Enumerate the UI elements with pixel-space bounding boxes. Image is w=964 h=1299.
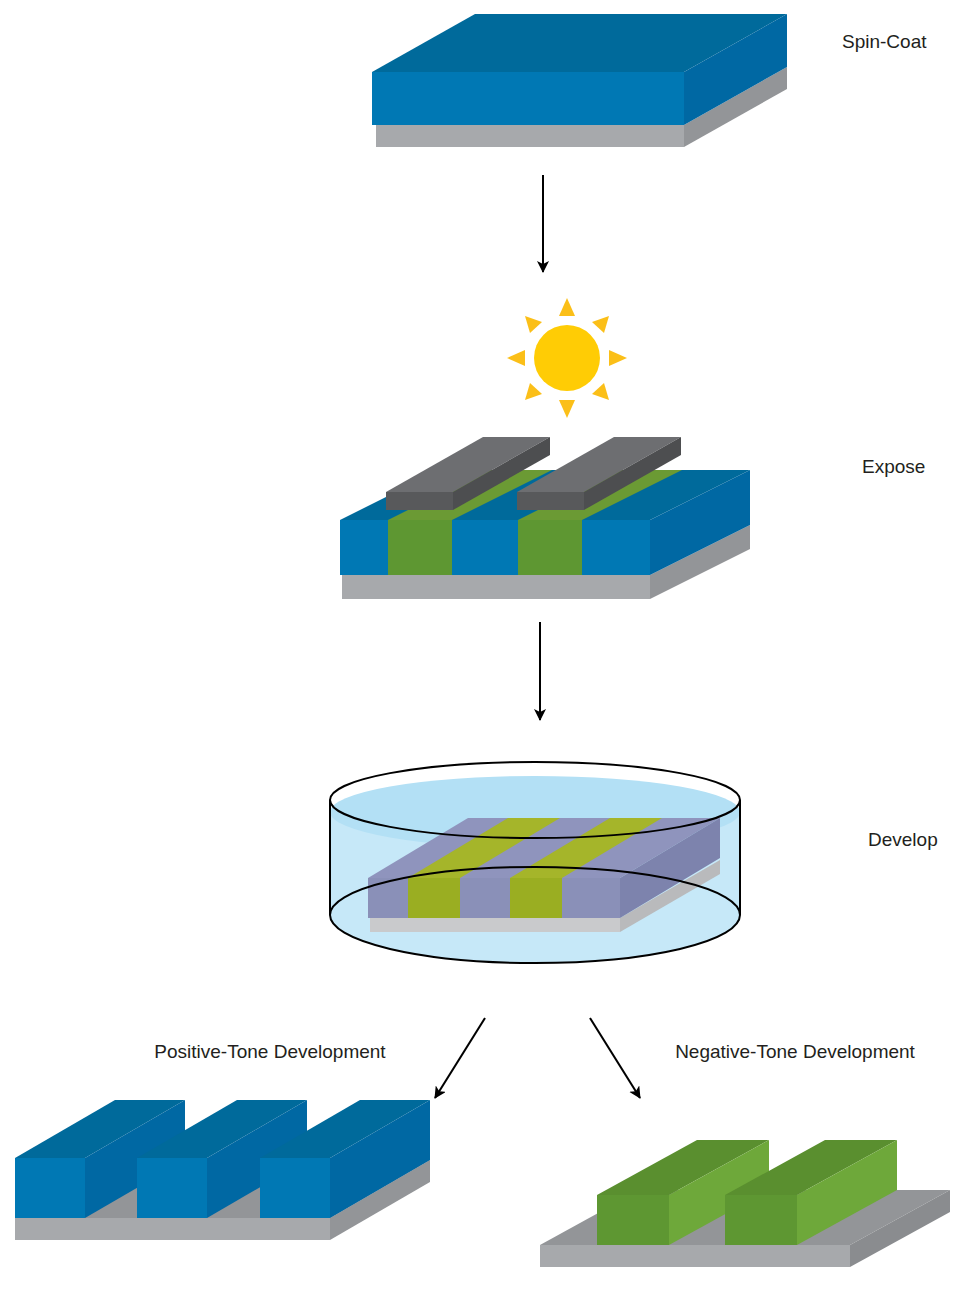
step-label: Spin-Coat (842, 31, 927, 54)
flow-arrow (539, 622, 541, 720)
branch-label: Negative-Tone Development (675, 1041, 915, 1064)
developer-dish (330, 762, 740, 963)
light-source (507, 298, 627, 418)
spin-coat-wafer (372, 14, 787, 147)
photomask (386, 437, 681, 510)
positive-result (15, 1100, 430, 1240)
flow-arrow (435, 1018, 485, 1098)
branch-label: Positive-Tone Development (154, 1041, 385, 1064)
step-label: Develop (868, 829, 938, 852)
negative-result (540, 1140, 950, 1267)
flow-arrow (542, 175, 544, 272)
flow-arrow (590, 1018, 640, 1098)
step-label: Expose (862, 456, 925, 479)
